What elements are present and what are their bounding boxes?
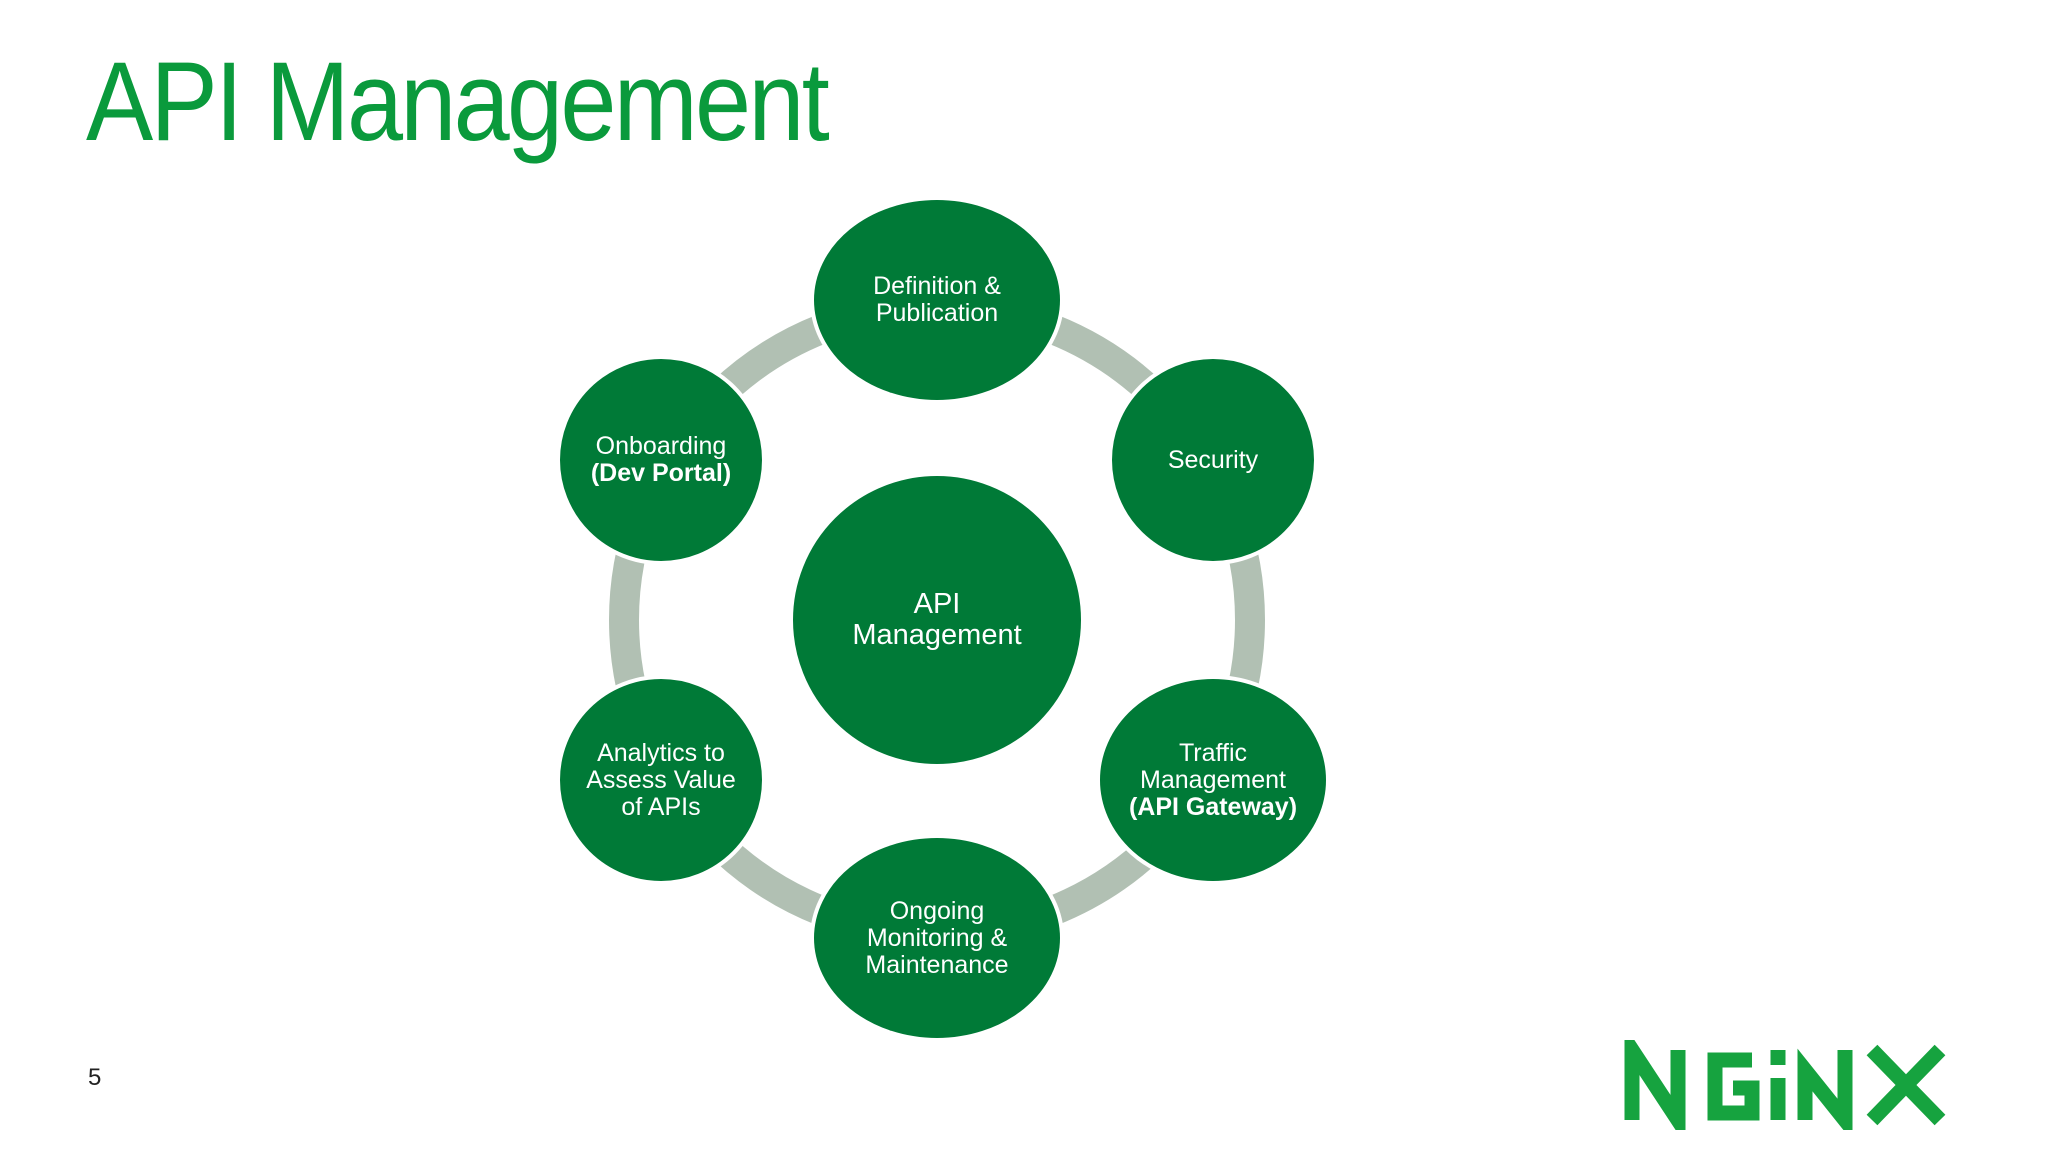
node-circle-analytics [556, 675, 766, 885]
node-circle-definition [810, 196, 1064, 404]
node-circle-monitoring [810, 834, 1064, 1042]
node-label-line: Traffic [1178, 738, 1248, 767]
node-label-line: Assess Value [586, 765, 736, 794]
center-label-text: API Management [852, 587, 1022, 651]
node-label-monitoring: Ongoing Monitoring & Maintenance [837, 878, 1037, 998]
node-label-security: Security [1123, 410, 1303, 510]
node-label-line: Analytics to [597, 738, 725, 767]
slide-title: API Management [86, 39, 830, 164]
node-label-line: Ongoing [889, 896, 985, 925]
node-label-line-bold: (Dev Portal) [590, 459, 732, 487]
node-label-line: Maintenance [865, 950, 1009, 979]
node-label-line: of APIs [621, 792, 701, 821]
node-label-traffic: Traffic Management (API Gateway) [1113, 720, 1313, 840]
node-label-line: Definition & [873, 272, 1001, 300]
node-circle-security [1108, 355, 1318, 565]
nginx-logo [1624, 1040, 1946, 1130]
node-circle-onboarding [556, 355, 766, 565]
center-circle [789, 472, 1085, 768]
node-label-line: Onboarding [595, 432, 727, 460]
node-label-definition: Definition & Publication [837, 250, 1037, 350]
node-label-line: Management [1140, 765, 1286, 794]
node-label-line-bold: (API Gateway) [1128, 792, 1298, 821]
page-number: 5 [88, 1064, 102, 1091]
center-label: API Management [827, 580, 1047, 660]
node-label-onboarding: Onboarding (Dev Portal) [571, 410, 751, 510]
node-label-line: Monitoring & [866, 923, 1008, 952]
node-circle-traffic [1096, 675, 1330, 885]
node-label-line: Publication [875, 299, 999, 327]
node-label-analytics: Analytics to Assess Value of APIs [571, 720, 751, 840]
node-label-line: Security [1167, 445, 1259, 474]
